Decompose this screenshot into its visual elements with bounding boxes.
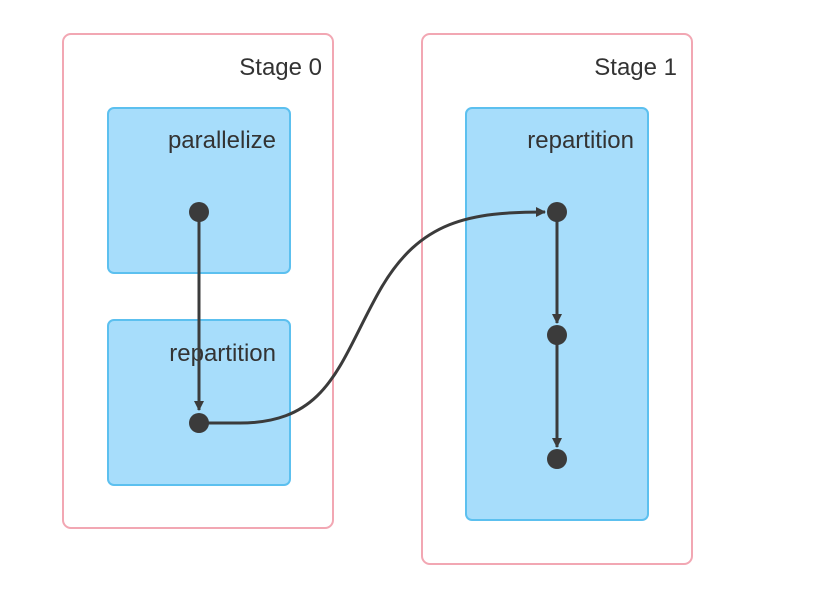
node-repartition-stage0[interactable] [189,413,209,433]
node-parallelize[interactable] [189,202,209,222]
op-parallelize[interactable]: parallelize [107,107,291,274]
op-repartition-stage1-label: repartition [527,127,634,154]
op-parallelize-label: parallelize [168,127,276,154]
op-repartition-stage0-label: repartition [169,340,276,367]
stage-0-title: Stage 0 [239,54,322,81]
edge-stage0-to-stage1 [199,207,546,425]
node-stage1-3[interactable] [547,449,567,469]
edges [194,207,562,448]
node-stage1-1[interactable] [547,202,567,222]
stage-1-title: Stage 1 [594,54,677,81]
nodes [189,202,567,469]
node-stage1-2[interactable] [547,325,567,345]
